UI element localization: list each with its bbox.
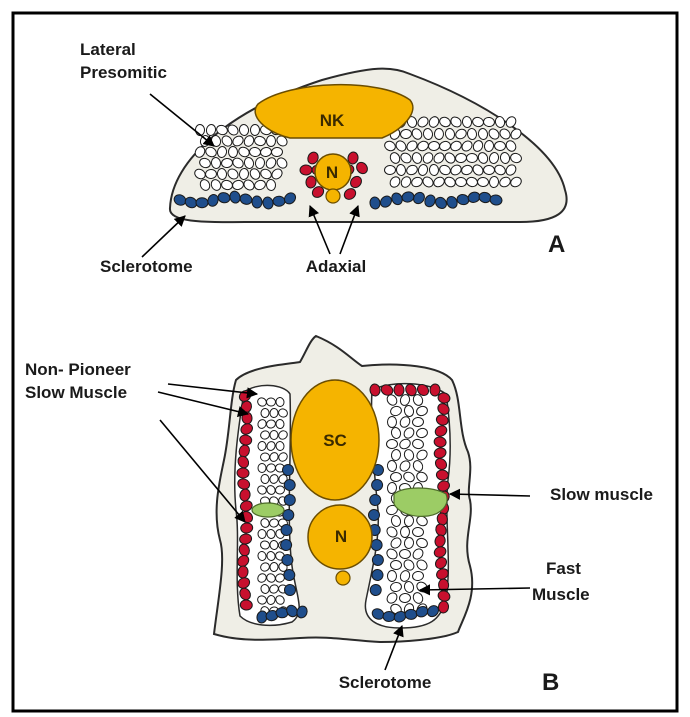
fast-muscle-cell xyxy=(386,439,397,448)
sclerotome-cell xyxy=(252,196,263,209)
panel-a-lateral-label: Lateral xyxy=(80,40,136,59)
fast-muscle-cell xyxy=(269,562,278,572)
panel-b-muscle-label: Muscle xyxy=(532,585,590,604)
panel-a-adaxial-label: Adaxial xyxy=(306,257,366,276)
slow-muscle-cell xyxy=(394,384,405,397)
lateral-presomitic-cell xyxy=(466,153,477,162)
lateral-presomitic-cell xyxy=(477,177,489,187)
fast-muscle-cell xyxy=(270,408,279,418)
fast-muscle-cell xyxy=(258,529,266,538)
lateral-presomitic-cell xyxy=(384,165,395,174)
fast-muscle-cell xyxy=(270,431,278,440)
sclerotome-cell xyxy=(383,611,395,621)
fast-muscle-cell xyxy=(258,464,266,473)
lateral-presomitic-cell xyxy=(271,147,283,157)
fast-muscle-cell xyxy=(412,527,424,537)
panel-b-left-pioneer-muscle xyxy=(252,503,284,517)
fast-muscle-cell xyxy=(387,482,397,494)
slow-muscle-cell xyxy=(237,467,250,478)
panel-b-sclerotome-label: Sclerotome xyxy=(339,673,432,692)
panel-b-nonpioneer-label: Non- Pioneer xyxy=(25,360,131,379)
panel-a-lateral-arrow xyxy=(150,94,214,146)
fast-muscle-cell xyxy=(261,474,270,484)
lateral-presomitic-cell xyxy=(266,179,276,191)
panel-b-slowmuscle-label: Slow Muscle xyxy=(25,383,127,402)
panel-a: NK N Lateral Presomitic Sclerotome Adaxi… xyxy=(80,40,567,276)
panel-b: SC N Non- Pioneer Slow Muscle Slow muscl… xyxy=(25,336,653,696)
panel-a-n-label: N xyxy=(326,163,338,182)
panel-b-fast-label: Fast xyxy=(546,559,581,578)
panel-b-n-label: N xyxy=(335,527,347,546)
fast-muscle-cell xyxy=(260,408,269,418)
fast-muscle-cell xyxy=(275,485,285,494)
lateral-presomitic-cell xyxy=(250,124,259,135)
sclerotome-cell xyxy=(196,198,208,208)
lateral-presomitic-cell xyxy=(228,146,237,157)
sclerotome-cell xyxy=(368,509,379,520)
panel-a-small-node xyxy=(326,189,340,203)
sclerotome-cell xyxy=(284,494,295,505)
lateral-presomitic-cell xyxy=(483,165,495,175)
panel-a-presomitic-label: Presomitic xyxy=(80,63,167,82)
fast-muscle-cell xyxy=(275,419,284,429)
panel-a-sclerotome-label: Sclerotome xyxy=(100,257,193,276)
panel-b-letter: B xyxy=(542,669,559,696)
fast-muscle-cell xyxy=(387,570,396,581)
lateral-presomitic-cell xyxy=(494,141,506,151)
fast-muscle-cell xyxy=(400,526,409,537)
lateral-presomitic-cell xyxy=(434,128,443,139)
fast-muscle-cell xyxy=(260,453,270,462)
panel-a-nk-label: NK xyxy=(320,111,345,130)
panel-a-letter: A xyxy=(548,231,565,258)
panel-b-right-pioneer-muscle xyxy=(394,488,447,516)
slow-muscle-cell xyxy=(430,384,441,397)
lateral-presomitic-cell xyxy=(267,136,276,147)
lateral-presomitic-cell xyxy=(205,169,216,179)
panel-b-slow-muscle-label: Slow muscle xyxy=(550,485,653,504)
sclerotome-cell xyxy=(283,510,294,521)
panel-b-sc-label: SC xyxy=(323,431,347,450)
sclerotome-cell xyxy=(273,196,285,206)
fast-muscle-cell xyxy=(388,417,397,428)
adaxial-cell xyxy=(300,165,312,175)
fast-muscle-cell xyxy=(266,398,276,407)
fast-muscle-cell xyxy=(390,472,401,481)
fast-muscle-cell xyxy=(390,560,402,570)
panel-b-small-node xyxy=(336,571,350,585)
slow-muscle-cell xyxy=(436,469,449,480)
panel-a-sclerotome-arrow xyxy=(142,216,185,257)
sclerotome-cell xyxy=(405,609,417,619)
